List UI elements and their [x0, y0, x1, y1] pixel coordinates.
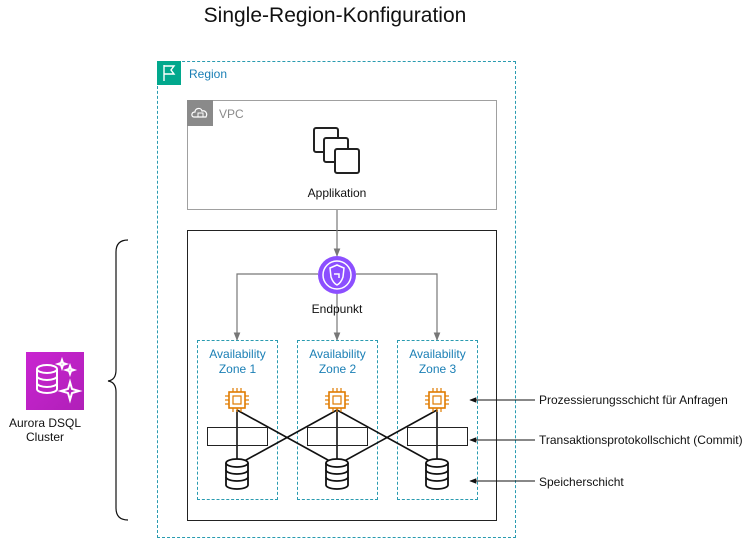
vpc-label: VPC [219, 107, 244, 121]
az-1-container [197, 340, 278, 500]
az-3-label-line2: Zone 3 [418, 362, 457, 376]
layer-label-transaction-log: Transaktionsprotokollschicht (Commit) [539, 433, 743, 447]
cluster-container [187, 230, 497, 521]
layer-label-storage: Speicherschicht [539, 475, 624, 489]
az-3-label: Availability Zone 3 [397, 347, 478, 377]
az-3-storage-database-icon [424, 458, 450, 490]
az-2-label-line1: Availability [309, 347, 366, 361]
az-1-log-segment [207, 427, 268, 446]
az-1-label: Availability Zone 1 [197, 347, 278, 377]
az-3-container [397, 340, 478, 500]
application-stack-icon [312, 126, 362, 176]
az-2-storage-database-icon [324, 458, 350, 490]
vpc-cloud-lock-icon [187, 100, 213, 126]
cluster-label: Aurora DSQL Cluster [8, 416, 82, 444]
az-2-container [297, 340, 378, 500]
aurora-dsql-database-icon [26, 352, 84, 410]
az-2-compute-chip-icon [324, 387, 350, 413]
az-1-compute-chip-icon [224, 387, 250, 413]
vpc-container [187, 100, 497, 210]
az-2-log-segment [307, 427, 368, 446]
az-3-compute-chip-icon [424, 387, 450, 413]
region-flag-icon [157, 61, 181, 85]
az-1-label-line2: Zone 1 [218, 362, 257, 376]
region-label: Region [189, 67, 228, 81]
az-3-label-line1: Availability [409, 347, 466, 361]
az-1-storage-database-icon [224, 458, 250, 490]
application-label: Applikation [307, 186, 367, 200]
diagram-title: Single-Region-Konfiguration [203, 4, 467, 27]
az-1-label-line1: Availability [209, 347, 266, 361]
az-2-label: Availability Zone 2 [297, 347, 378, 377]
endpoint-shield-icon [317, 255, 357, 295]
endpoint-to-az3-arrow [356, 273, 441, 341]
region-container [157, 61, 516, 538]
az-3-log-segment [407, 427, 468, 446]
layer-label-query-processing: Prozessierungsschicht für Anfragen [539, 393, 728, 407]
endpoint-to-az1-arrow [233, 273, 318, 341]
az-2-label-line2: Zone 2 [318, 362, 357, 376]
endpoint-label: Endpunkt [311, 302, 363, 316]
